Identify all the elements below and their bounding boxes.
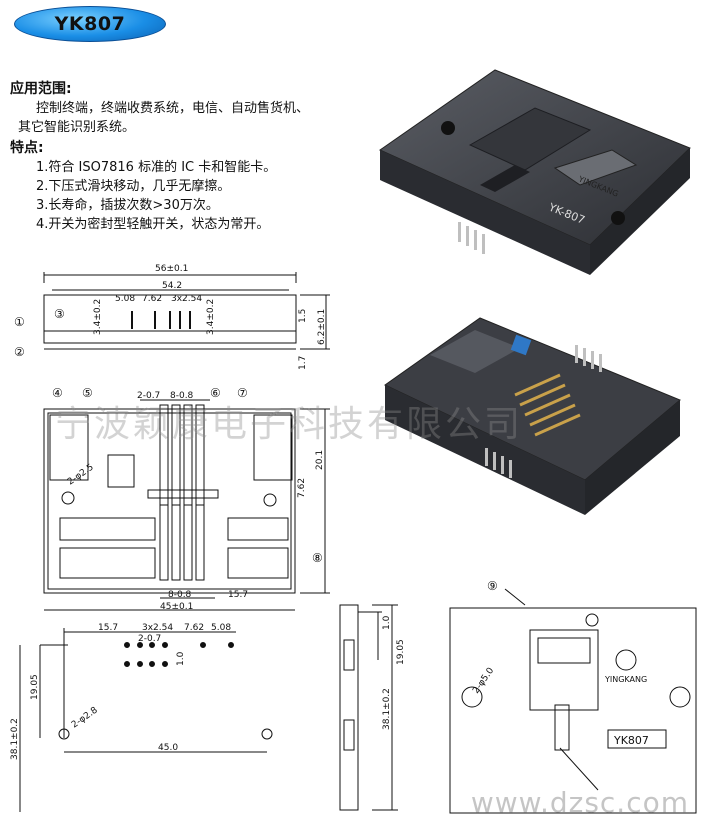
product-photo-top: YINGKANG YK-807 — [378, 69, 691, 275]
applications-line: 控制终端，终端收费系统，电信、自动售货机、 — [36, 101, 310, 116]
callout-6: ⑥ — [210, 386, 221, 400]
dim-side-b: 6.2±0.1 — [317, 309, 327, 345]
dim-switch-a: 2-0.7 — [137, 391, 160, 401]
dim-side2-a: 1.0 — [382, 615, 392, 630]
callout-9: ⑨ — [487, 579, 498, 593]
dim-side2-b: 19.05 — [396, 639, 406, 665]
feature-item: 1.符合 ISO7816 标准的 IC 卡和智能卡。 — [36, 160, 277, 175]
company-watermark: 宁波颖康电子科技有限公司 — [55, 404, 524, 445]
dim-height-b: 7.62 — [297, 478, 307, 498]
site-watermark: www.dzsc.com — [470, 786, 689, 819]
callout-5: ⑤ — [82, 386, 93, 400]
dim-pcb-b: 3x2.54 — [142, 623, 173, 633]
callout-8: ⑧ — [312, 551, 323, 565]
dim-pcb-c: 7.62 — [184, 623, 204, 633]
switch-block — [510, 334, 532, 356]
brand-mark-drawing: YINGKANG — [604, 675, 647, 684]
callout-4: ④ — [52, 386, 63, 400]
dim-switch-b: 8-0.8 — [170, 391, 194, 401]
dim-side2-c: 38.1±0.2 — [382, 688, 392, 730]
side-view-2 — [339, 604, 398, 811]
dim-top-overall: 56±0.1 — [155, 264, 188, 274]
applications-line: 其它智能识别系统。 — [18, 120, 136, 135]
dim-height-a: 20.1 — [315, 450, 325, 470]
callout-3: ③ — [54, 307, 65, 321]
dim-bottom-b: 15.7 — [228, 590, 248, 600]
dim-side-c: 1.7 — [298, 356, 308, 370]
dim-pcb-f: 1.0 — [176, 651, 186, 666]
features-heading: 特点: — [10, 140, 44, 156]
dim-pcb-h: 38.1±0.2 — [10, 718, 20, 760]
top-view — [43, 399, 330, 611]
model-badge: YK807 — [14, 6, 166, 42]
dim-pcb-hole: 2-φ2.8 — [70, 705, 100, 730]
dim-top-inner: 54.2 — [162, 281, 182, 291]
model-badge-label: YK807 — [54, 13, 126, 35]
top-view-2 — [449, 588, 697, 814]
dim-hole: 2-φ2.5 — [66, 462, 96, 487]
dim-side-a: 1.5 — [298, 309, 308, 323]
iso-hole: 2-φ5.0 — [471, 666, 496, 696]
dim-bottom-width: 45±0.1 — [160, 602, 193, 612]
dim-pcb-width: 45.0 — [158, 743, 178, 753]
dim-pitch-b: 7.62 — [142, 294, 162, 304]
spec-text: 应用范围: 控制终端，终端收费系统，电信、自动售货机、 其它智能识别系统。 特点… — [10, 80, 370, 234]
dim-pin-left: 3.4±0.2 — [93, 299, 103, 335]
dim-pin-right: 3.4±0.2 — [206, 299, 216, 335]
dim-pcb-d: 5.08 — [211, 623, 231, 633]
dim-pcb-a: 15.7 — [98, 623, 118, 633]
dim-pitch-c: 3x2.54 — [171, 294, 202, 304]
dim-pcb-e: 2-0.7 — [138, 634, 161, 644]
dim-pcb-g: 19.05 — [30, 674, 40, 700]
feature-item: 2.下压式滑块移动，几乎无摩擦。 — [36, 179, 231, 194]
pcb-layout — [19, 628, 273, 812]
applications-heading: 应用范围: — [10, 81, 72, 97]
product-photo-open — [384, 317, 681, 515]
dim-bottom-a: 8-0.8 — [168, 590, 192, 600]
feature-item: 3.长寿命，插拔次数>30万次。 — [36, 198, 219, 213]
callout-7: ⑦ — [237, 386, 248, 400]
feature-item: 4.开关为密封型轻触开关，状态为常开。 — [36, 217, 270, 232]
dim-pitch-a: 5.08 — [115, 294, 135, 304]
callout-1: ① — [14, 315, 25, 329]
callout-2: ② — [14, 345, 25, 359]
model-mark-drawing: YK807 — [613, 734, 649, 747]
side-view — [43, 272, 330, 350]
